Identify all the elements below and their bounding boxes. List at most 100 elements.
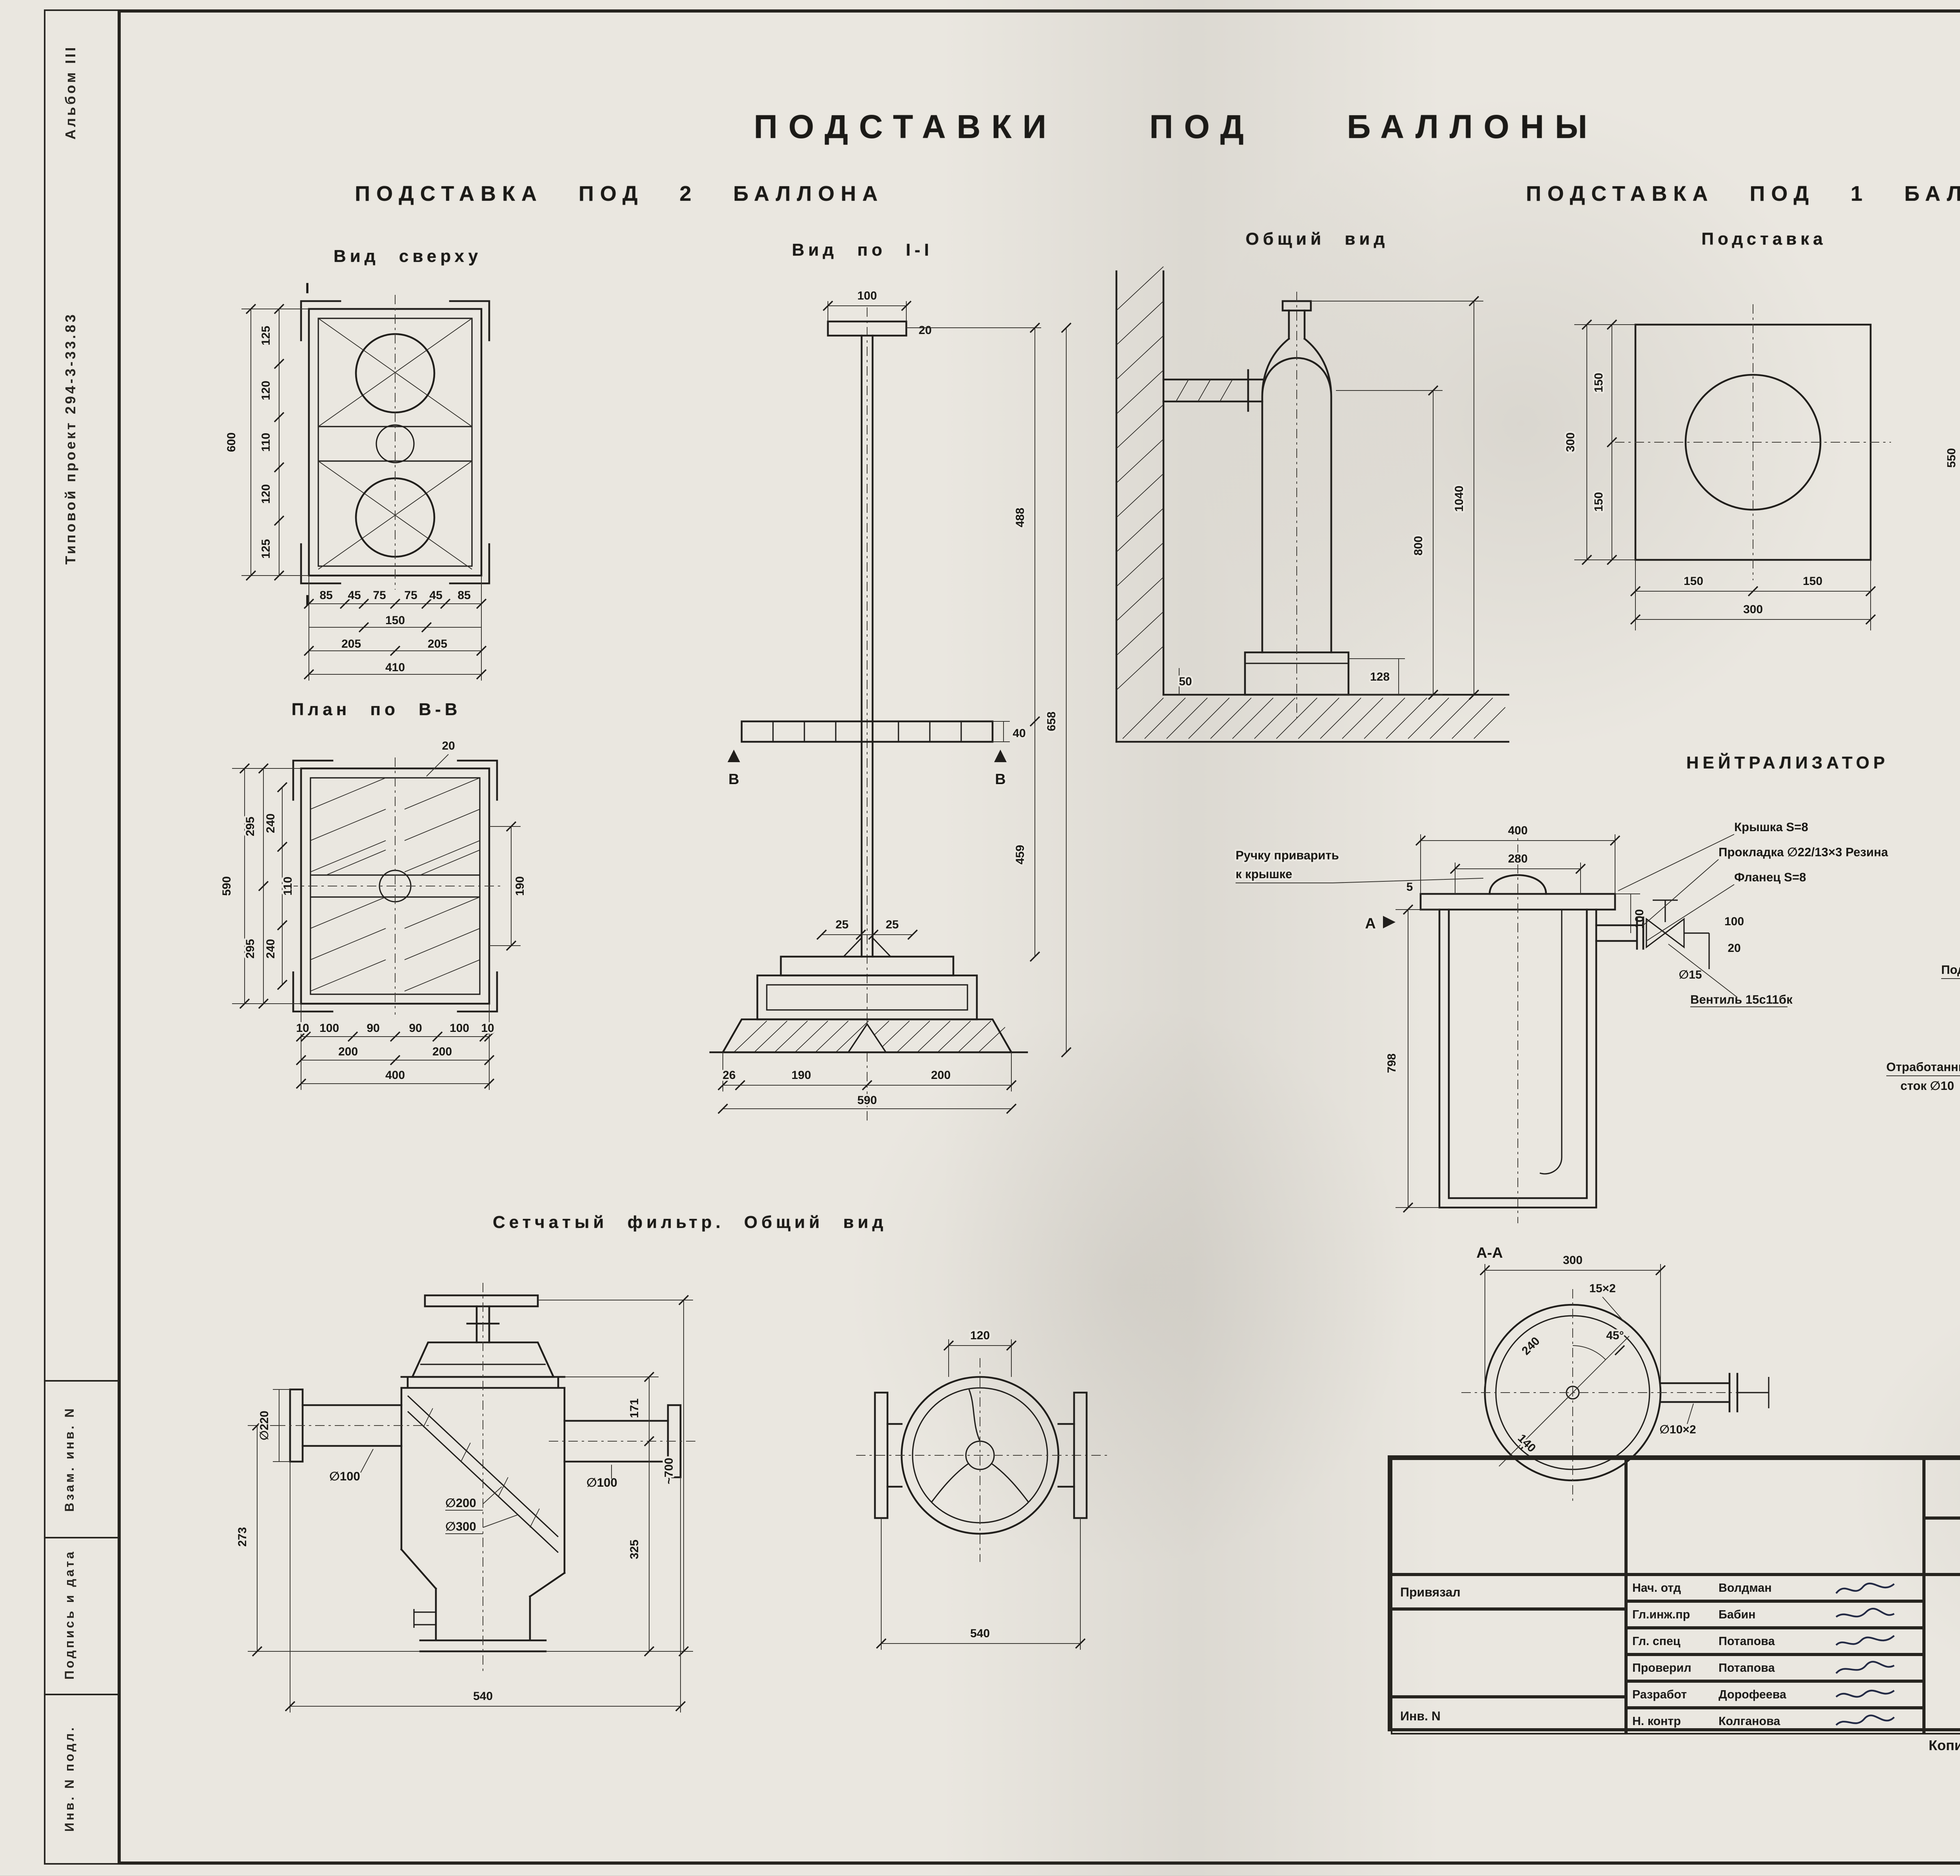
- dim: ∅100: [586, 1476, 617, 1489]
- callout: Крышка S=8: [1734, 820, 1808, 834]
- label-section-ii: Вид по I-I: [792, 242, 933, 260]
- margin-divider: [44, 1380, 118, 1382]
- label-filter: Сетчатый фильтр. Общий вид: [492, 1214, 887, 1233]
- stand1-title: ПОДСТАВКА ПОД 1 БАЛЛОН: [1526, 182, 1960, 205]
- dim: 20: [442, 739, 455, 752]
- stamp-inv-podl: Инв. N подл.: [63, 1725, 77, 1832]
- dim: 90: [409, 1022, 422, 1035]
- inv-n-cell: Инв. N: [1391, 1697, 1626, 1734]
- dim: 205: [341, 637, 361, 650]
- role-name: Колганова: [1719, 1714, 1780, 1728]
- empty-cell: [1391, 1458, 1626, 1575]
- dim: 800: [1412, 536, 1425, 556]
- dim: 45: [429, 589, 442, 602]
- role-row: Разработ Дорофеева: [1626, 1681, 1924, 1708]
- role-name: Волдман: [1719, 1581, 1772, 1595]
- signature: [1835, 1634, 1895, 1645]
- dim: 100: [319, 1022, 339, 1035]
- dim: 300: [1563, 1254, 1583, 1267]
- dim: 10: [481, 1022, 494, 1035]
- dim: 190: [514, 876, 526, 896]
- dim: ~700: [662, 1458, 675, 1484]
- role-row: Нач. отд Волдман: [1626, 1575, 1924, 1601]
- dim: 45°: [1606, 1329, 1624, 1342]
- dim: 120: [260, 381, 272, 400]
- dim: 85: [457, 589, 470, 602]
- callout: Подвод воды: [1941, 963, 1960, 977]
- dim: ∅100: [329, 1469, 360, 1483]
- role-name: Бабин: [1719, 1607, 1756, 1622]
- dim: 100: [450, 1022, 469, 1035]
- signature: [1835, 1660, 1895, 1673]
- callout: к крышке: [1236, 867, 1292, 881]
- role-name: Потапова: [1719, 1661, 1775, 1675]
- role-label: Н. контр: [1632, 1714, 1681, 1728]
- dim: 140: [1515, 1432, 1538, 1455]
- dim: 240: [1519, 1335, 1543, 1358]
- dim: 40: [1013, 727, 1025, 740]
- dim: 240: [264, 939, 277, 959]
- role-row: Проверил Потапова: [1626, 1654, 1924, 1681]
- dim: 125: [260, 326, 272, 345]
- label-plan-bb: План по В-В: [291, 701, 461, 720]
- main-title: ПОДСТАВКИ ПОД БАЛЛОНЫ: [753, 110, 1599, 146]
- margin-album-label: Альбом III: [63, 45, 78, 140]
- view-neutralizer-main: 400 280 100 5 100 20 ∅15 798 А Ручку при…: [1234, 818, 1890, 1223]
- dim: 110: [260, 433, 272, 452]
- dim: 25: [835, 918, 848, 931]
- dim: 75: [373, 589, 386, 602]
- dim: ∅220: [258, 1411, 271, 1440]
- role-row: Гл.инж.пр Бабин: [1626, 1601, 1924, 1628]
- dim: 280: [1508, 852, 1528, 865]
- dim: 200: [432, 1045, 452, 1058]
- view-filter-side: 120 540: [856, 1327, 1110, 1650]
- section-mark: В: [728, 771, 739, 788]
- dim: 120: [260, 484, 272, 504]
- label-stand-plan: Подставка: [1701, 231, 1827, 249]
- signature: [1835, 1607, 1895, 1617]
- dim: 150: [1592, 373, 1605, 392]
- dim: 295: [244, 817, 257, 836]
- dim: 190: [791, 1069, 811, 1082]
- dim: 273: [236, 1527, 249, 1547]
- stand2-title: ПОДСТАВКА ПОД 2 БАЛЛОНА: [355, 182, 884, 205]
- role-label: Разработ: [1632, 1687, 1687, 1702]
- callout: Отработанный: [1886, 1060, 1960, 1074]
- callout: Прокладка ∅22/13×3 Резина: [1719, 845, 1888, 859]
- label-neutralizer: НЕЙТРАЛИЗАТОР: [1686, 754, 1889, 773]
- view-stand2-top: I I 600 125 120 110 120 125 85 45 75 75 …: [223, 278, 490, 681]
- view-stand1-general: 800 1040 128 50: [1115, 266, 1510, 743]
- role-label: Гл.инж.пр: [1632, 1607, 1690, 1622]
- role-label: Нач. отд: [1632, 1581, 1681, 1595]
- callout: Фланец S=8: [1734, 870, 1806, 884]
- dim: 120: [970, 1329, 990, 1342]
- dim: 150: [1684, 575, 1703, 588]
- project-name: Крытый бассейн для обучения детей плаван…: [1924, 1518, 1960, 1575]
- dim: 45: [348, 589, 361, 602]
- role-label: Гл. спец: [1632, 1634, 1681, 1648]
- dim: ∅300: [445, 1520, 476, 1533]
- dim: ∅200: [445, 1496, 476, 1510]
- role-label: Проверил: [1632, 1661, 1691, 1675]
- dim: 90: [367, 1022, 379, 1035]
- dim: 20: [1728, 942, 1740, 955]
- dim: 200: [931, 1069, 951, 1082]
- dim: 550: [1945, 448, 1958, 468]
- dim: 100: [1724, 915, 1744, 928]
- section-mark-a: А: [1365, 915, 1376, 932]
- margin-project-label: Типовой проект 294-3-33.83: [63, 313, 78, 565]
- label-top-view: Вид сверху: [333, 248, 482, 267]
- dim: 150: [385, 614, 405, 627]
- dim: 85: [319, 589, 332, 602]
- empty-cell: [1626, 1458, 1924, 1575]
- scan-smudge: [1850, 1286, 1960, 1694]
- dim: 590: [220, 876, 233, 896]
- dim: 400: [385, 1069, 405, 1082]
- scan-smudge: [847, 1004, 1411, 1568]
- view-stand1-plan: 300 150 150 150 150 300: [1562, 304, 1891, 630]
- dim: 590: [857, 1094, 877, 1107]
- dim: 200: [338, 1045, 358, 1058]
- dim: 150: [1803, 575, 1822, 588]
- dim: 50: [1179, 675, 1192, 688]
